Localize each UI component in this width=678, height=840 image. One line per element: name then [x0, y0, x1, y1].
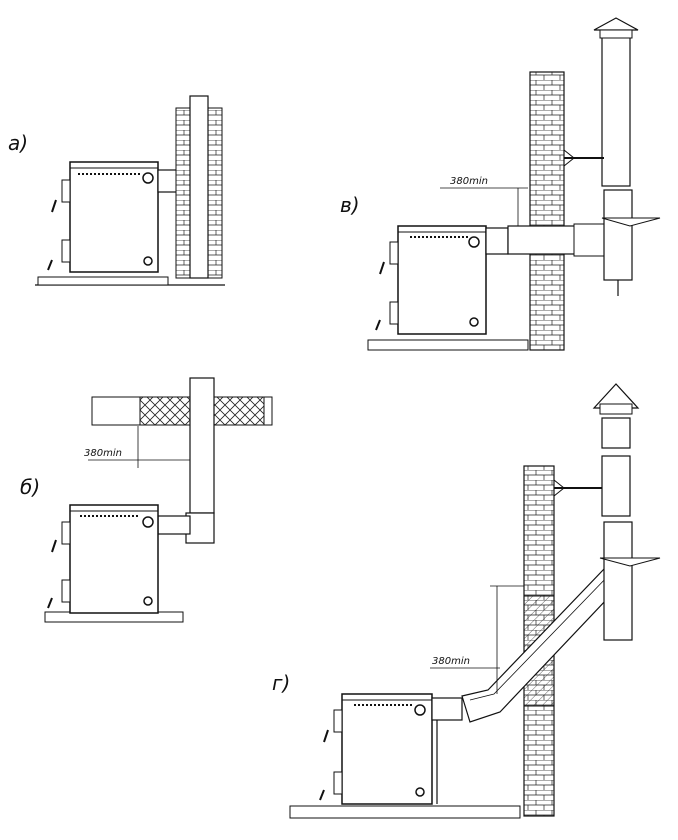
- support-bracket: [601, 217, 661, 227]
- ceiling-insulation-right: [213, 396, 265, 426]
- brick-wall: [529, 71, 565, 351]
- panel-g-label: г): [272, 671, 290, 695]
- boiler-body: [69, 504, 159, 614]
- vertical-flue-pipe: [189, 377, 215, 514]
- outdoor-chimney-lower: [603, 521, 633, 641]
- chimney-brick-right: [207, 107, 223, 279]
- chimney-brick-left: [175, 107, 191, 279]
- dimension-label-v: 380min: [450, 176, 488, 187]
- boiler-body: [69, 161, 159, 273]
- support-bracket: [599, 557, 661, 567]
- panel-a: а): [8, 95, 225, 286]
- panel-b: б) 380min: [20, 377, 273, 623]
- flue-connector: [157, 515, 191, 535]
- boiler: [47, 504, 159, 614]
- panel-a-label: а): [8, 131, 28, 155]
- outdoor-chimney-lower: [603, 189, 633, 281]
- boiler-base: [37, 276, 169, 286]
- chimney-cap: [593, 17, 639, 31]
- outdoor-chimney-top: [601, 417, 631, 449]
- boiler-body: [397, 225, 487, 335]
- boiler: [319, 693, 433, 805]
- ceiling-insulation-left: [139, 396, 191, 426]
- flue-connector: [485, 227, 509, 255]
- panel-b-label: б): [20, 475, 40, 499]
- dimension-label-b: 380min: [84, 448, 122, 459]
- boiler: [375, 225, 487, 335]
- outdoor-chimney-middle: [601, 455, 631, 517]
- chimney-flue: [189, 95, 209, 279]
- outdoor-chimney-upper: [601, 35, 631, 187]
- panel-v-label: в): [340, 193, 360, 217]
- panel-g: г) 38: [272, 383, 661, 819]
- dimension-label-g: 380min: [432, 656, 470, 667]
- panel-v: в) 380min: [340, 17, 661, 351]
- boiler: [47, 161, 159, 273]
- boiler-body: [341, 693, 433, 805]
- flue-connector: [431, 697, 463, 721]
